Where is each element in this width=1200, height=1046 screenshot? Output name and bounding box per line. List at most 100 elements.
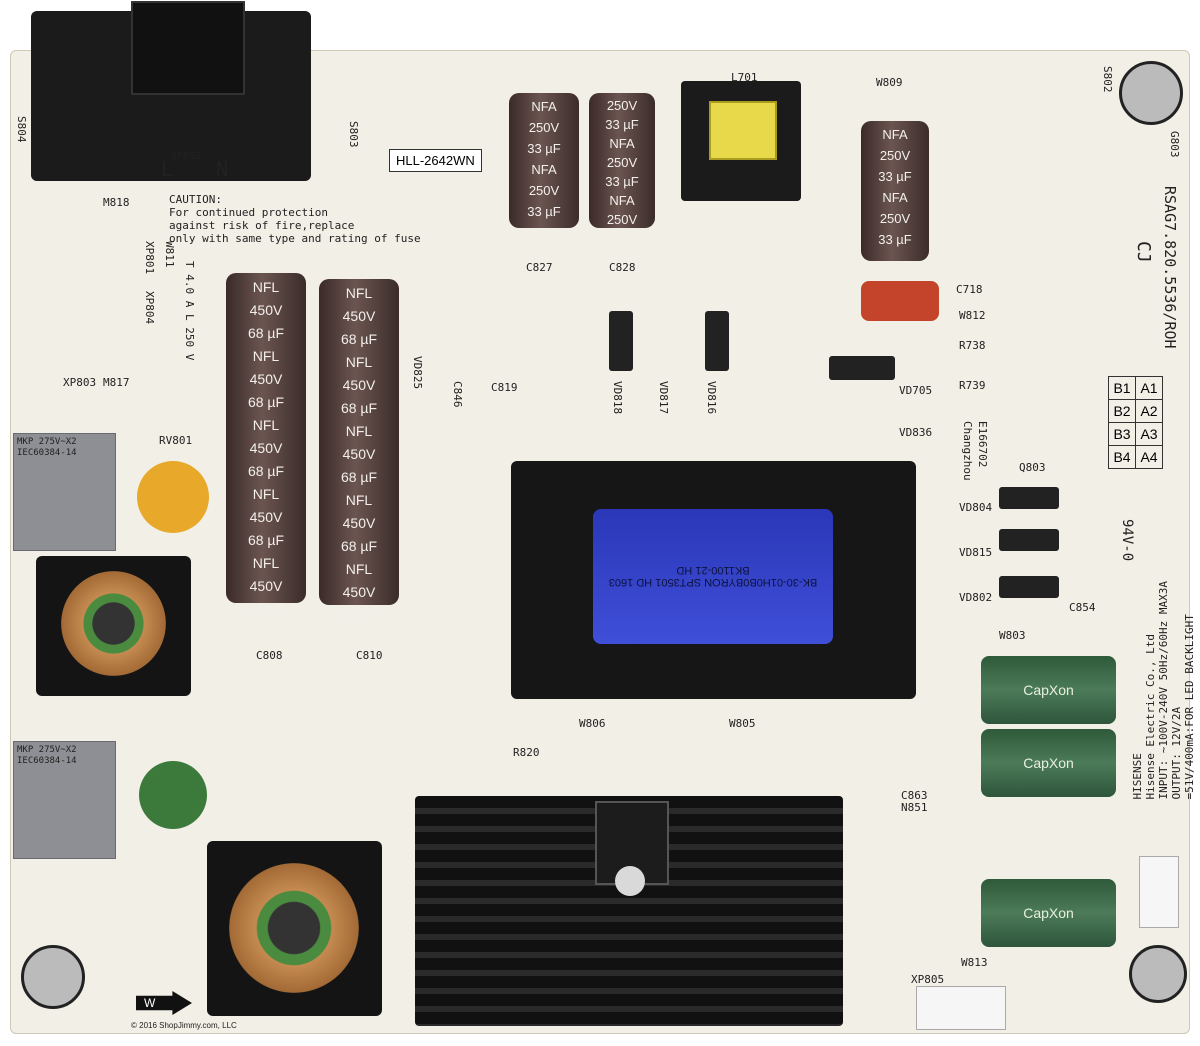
- ref-label: S802: [1101, 66, 1114, 93]
- fuse-rating: T 4.0 A L 250 V: [183, 261, 196, 361]
- inductor-l801: [36, 556, 191, 696]
- ref-label: R739: [959, 379, 986, 392]
- ref-label: VD804: [959, 501, 993, 514]
- grid-cell: A3: [1135, 422, 1163, 446]
- cap-text: 250V: [606, 155, 638, 170]
- ref-label: XP804: [143, 291, 156, 325]
- ref-label: VD705: [899, 384, 933, 397]
- ref-label: VD817: [657, 381, 670, 415]
- ac-connector: [31, 1, 311, 181]
- varistor-rv801: [137, 461, 209, 533]
- neutral-label: N: [216, 157, 229, 181]
- ref-label: W805: [729, 717, 756, 730]
- ref-label: XP805: [911, 973, 945, 986]
- cap-text: NFA: [882, 190, 908, 205]
- xcap-text: MKP 275V~X2: [17, 745, 77, 755]
- ref-c828: C828: [609, 261, 636, 274]
- cap-text: 450V: [342, 377, 376, 393]
- mounting-hole: [1129, 945, 1187, 1003]
- cap-text: NFL: [345, 492, 373, 508]
- cap-text: 68 µF: [340, 469, 378, 485]
- cap-text: NFA: [609, 136, 635, 151]
- ac-connector-ref: XP802: [171, 151, 202, 162]
- diode-vd802: [999, 576, 1059, 598]
- ref-c827: C827: [526, 261, 553, 274]
- diode-vd816: [705, 311, 729, 371]
- grid-cell: B2: [1108, 399, 1136, 423]
- grid-cell: B3: [1108, 422, 1136, 446]
- certification: E166702: [976, 421, 989, 468]
- cap-text: 450V: [249, 440, 283, 456]
- grid-cell: B1: [1108, 376, 1136, 400]
- cap-text: NFL: [252, 348, 280, 364]
- cap-text: 250V: [528, 120, 560, 135]
- ref-c718: C718: [956, 283, 983, 296]
- cap-text: 33 µF: [605, 117, 639, 132]
- ref-label: N851: [901, 801, 928, 814]
- arrow-label: W: [144, 996, 156, 1010]
- main-transformer: BK-30-01H0B0BYRON SPT3501 HD 1603 BK1100…: [511, 461, 916, 699]
- cap-text: 250V: [879, 148, 911, 163]
- line-label: L: [161, 157, 174, 181]
- ref-label: W809: [876, 76, 903, 89]
- part-sticker: HLL-2642WN: [389, 149, 482, 172]
- ref-label: VD815: [959, 546, 993, 559]
- cap-text: 68 µF: [247, 394, 285, 410]
- capacitor-c716: [861, 281, 939, 321]
- cap-text: 450V: [249, 371, 283, 387]
- copyright: © 2016 ShopJimmy.com, LLC: [131, 1021, 237, 1030]
- cap-text: NFA: [531, 162, 557, 177]
- manufacturer-block: HISENSE Hisense Electric Co., Ltd INPUT:…: [1131, 581, 1196, 800]
- cap-text: 68 µF: [340, 331, 378, 347]
- grid-cell: B4: [1108, 445, 1136, 469]
- cap-text: 33 µF: [878, 169, 912, 184]
- xcap-text: MKP 275V~X2: [17, 437, 77, 447]
- x-capacitor-c801: MKP 275V~X2 IEC60384-14: [13, 433, 116, 551]
- ref-label: C846: [451, 381, 464, 408]
- ref-label: XP801: [143, 241, 156, 275]
- caution-line: against risk of fire,replace: [169, 219, 355, 232]
- inductor-l802: [207, 841, 382, 1016]
- cap-text: NFA: [531, 99, 557, 114]
- capacitor-c861: CapXon: [981, 729, 1116, 797]
- grid-cell: A1: [1135, 376, 1163, 400]
- cap-text: 250V: [606, 212, 638, 227]
- grid-cell: A2: [1135, 399, 1163, 423]
- ref-l701: L701: [731, 71, 758, 84]
- cap-text: 450V: [342, 446, 376, 462]
- mounting-hole: [21, 945, 85, 1009]
- ref-label: G803: [1168, 131, 1181, 158]
- capacitor-c862: CapXon: [981, 879, 1116, 947]
- capacitor-c810: NFL 450V 68 µF NFL 450V 68 µF NFL 450V 6…: [319, 279, 399, 623]
- cap-text: NFL: [252, 279, 280, 295]
- cap-text: NFL: [252, 417, 280, 433]
- cap-text: 68 µF: [340, 538, 378, 554]
- board-model: RSAG7.820.5536/ROH: [1161, 186, 1179, 349]
- ref-label: VD818: [611, 381, 624, 415]
- flame-rating: 94V-0: [1119, 519, 1135, 562]
- ref-label: M818: [103, 196, 130, 209]
- diode-vd804: [999, 487, 1059, 509]
- grid-cell: A4: [1135, 445, 1163, 469]
- cap-text: 33 µF: [605, 174, 639, 189]
- cap-text: 250V: [879, 211, 911, 226]
- caution-line: For continued protection: [169, 206, 328, 219]
- cap-text: 450V: [342, 515, 376, 531]
- ref-label: W812: [959, 309, 986, 322]
- arrow-icon: W: [136, 991, 192, 1015]
- ref-label: VD816: [705, 381, 718, 415]
- mfr-line: Hisense Electric Co., Ltd: [1144, 633, 1157, 800]
- diode-vd705: [829, 356, 895, 380]
- cap-text: NFA: [609, 193, 635, 208]
- ref-c810: C810: [356, 649, 383, 662]
- cap-text: 33 µF: [878, 232, 912, 247]
- cap-text: NFL: [345, 285, 373, 301]
- mfr-line: INPUT: ~100V-240V 50Hz/60Hz MAX3A: [1157, 581, 1170, 800]
- cap-text: 68 µF: [340, 400, 378, 416]
- cap-text: 33 µF: [527, 204, 561, 219]
- cap-text: 250V: [528, 183, 560, 198]
